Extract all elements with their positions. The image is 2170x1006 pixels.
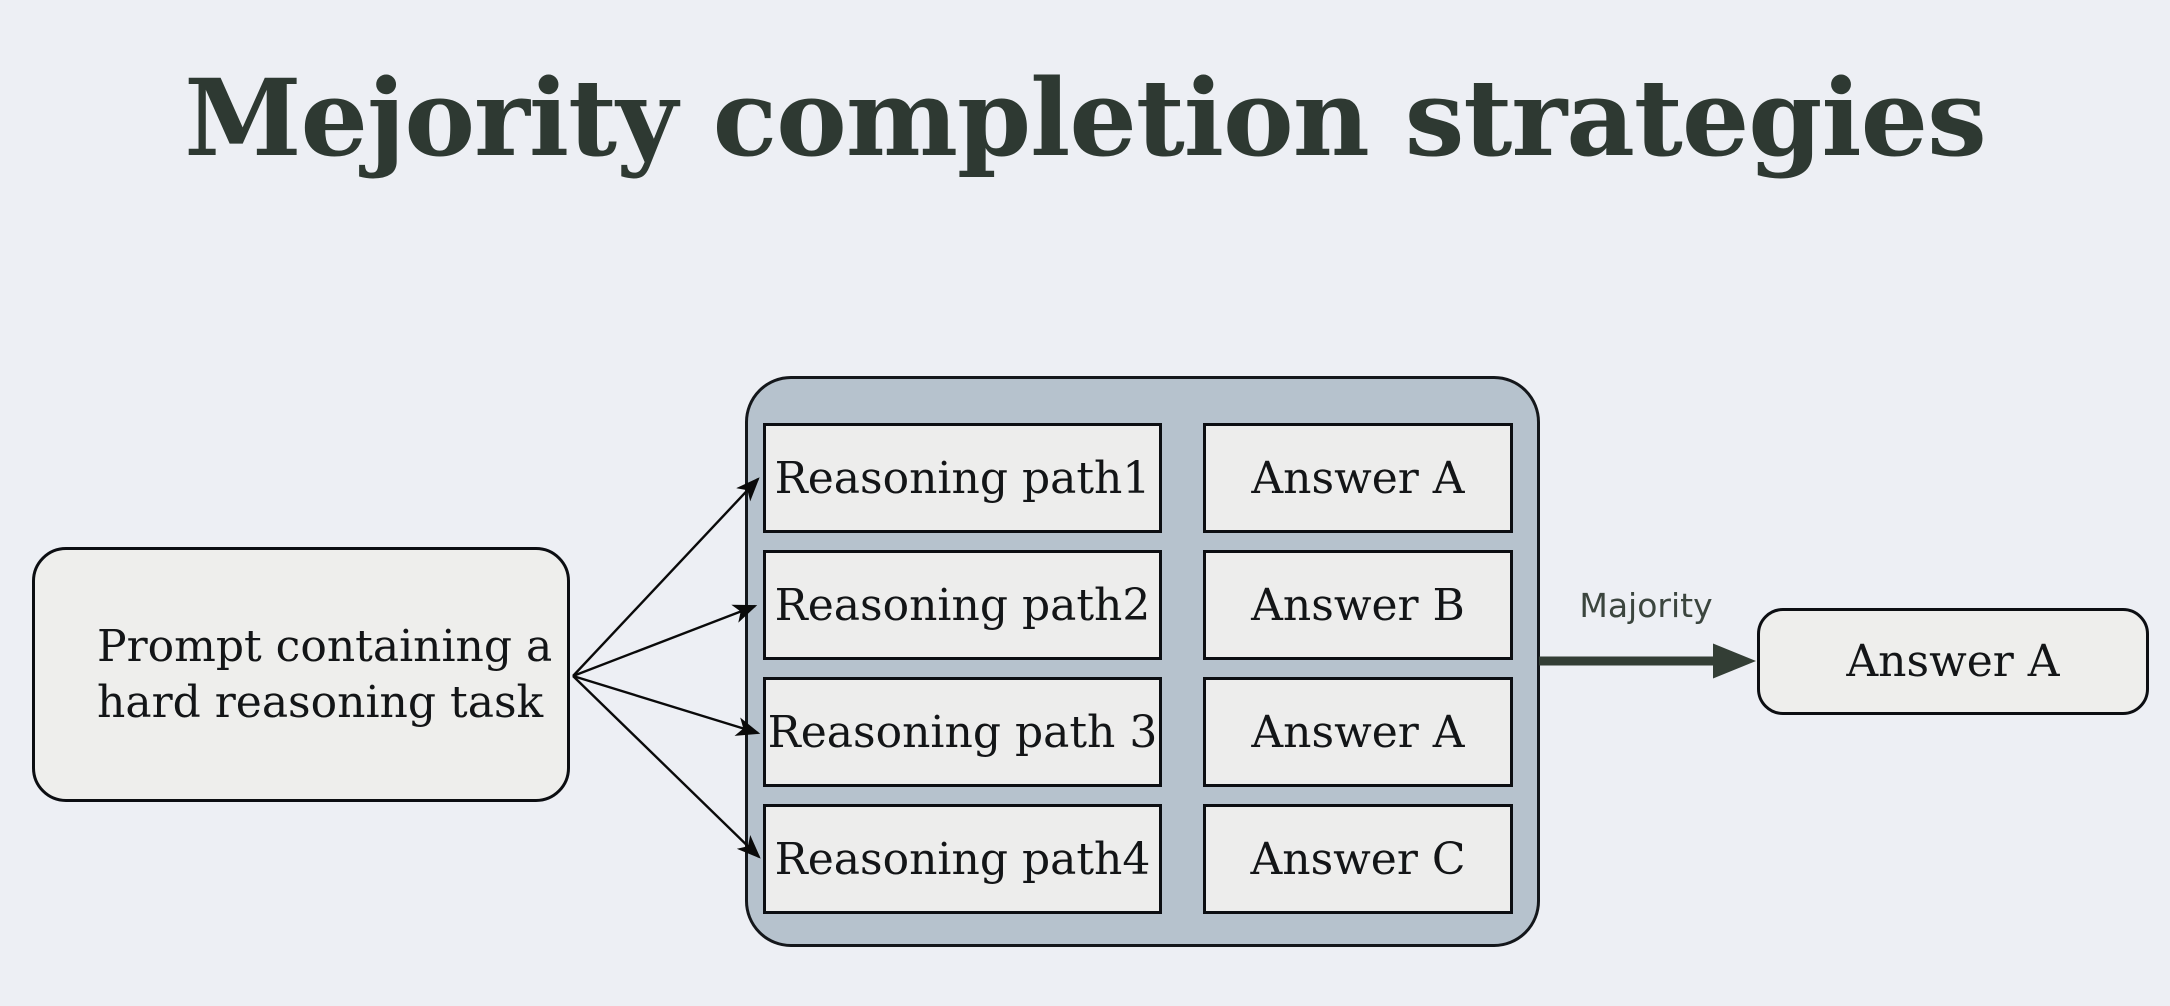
fan-arrow-2 [572, 604, 758, 678]
result-node: Answer A [1757, 608, 2149, 715]
completions-pool: Reasoning path1 Answer A Reasoning path2… [745, 376, 1540, 947]
prompt-node-line2: hard reasoning task [97, 676, 544, 728]
prompt-node: Prompt containing a hard reasoning task [32, 547, 570, 802]
answer-box: Answer A [1203, 423, 1513, 533]
page-title: Mejority completion strategies [184, 55, 1987, 180]
prompt-node-line1: Prompt containing a [97, 620, 553, 672]
reasoning-path-box: Reasoning path1 [763, 423, 1162, 533]
answer-box: Answer A [1203, 677, 1513, 787]
fan-arrow-4 [572, 675, 761, 859]
reasoning-path-box: Reasoning path2 [763, 550, 1162, 660]
reasoning-path-box: Reasoning path 3 [763, 677, 1162, 787]
fan-arrow-1 [572, 477, 760, 677]
answer-box: Answer B [1203, 550, 1513, 660]
majority-arrowhead-icon [1713, 643, 1756, 679]
majority-label: Majority [1579, 586, 1713, 625]
answer-box: Answer C [1203, 804, 1513, 914]
majority-arrow [1539, 643, 1756, 679]
fan-arrow-3 [572, 674, 761, 736]
reasoning-path-box: Reasoning path4 [763, 804, 1162, 914]
result-node-label: Answer A [1846, 636, 2060, 687]
